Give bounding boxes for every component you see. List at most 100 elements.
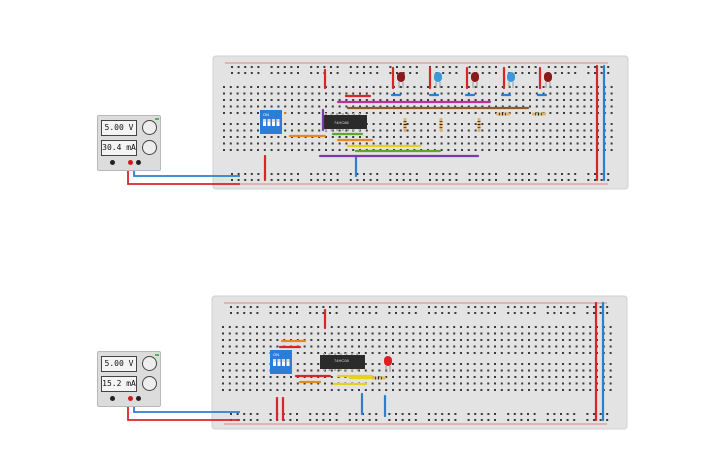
breadboard-hole bbox=[358, 389, 360, 391]
positive-jack-icon[interactable] bbox=[128, 396, 133, 401]
breadboard-hole bbox=[555, 326, 558, 328]
negative-jack-icon[interactable] bbox=[136, 160, 141, 165]
breadboard-hole bbox=[500, 382, 503, 385]
breadboard-hole bbox=[413, 123, 416, 125]
breadboard-hole bbox=[290, 332, 292, 335]
breadboard-hole bbox=[311, 123, 314, 125]
breadboard-hole bbox=[413, 86, 416, 88]
breadboard-hole bbox=[283, 326, 286, 328]
rail-hole bbox=[454, 306, 457, 308]
rail-hole bbox=[533, 413, 536, 415]
breadboard-hole bbox=[243, 123, 246, 125]
voltage-knob-icon[interactable] bbox=[142, 356, 157, 371]
rail-hole bbox=[467, 306, 470, 308]
breadboard-hole bbox=[500, 339, 503, 341]
breadboard-hole bbox=[413, 92, 416, 95]
breadboard-hole bbox=[393, 129, 395, 132]
breadboard-hole bbox=[534, 326, 537, 328]
rail-hole bbox=[467, 312, 470, 314]
ground-jack-icon[interactable] bbox=[110, 160, 115, 165]
breadboard-hole bbox=[242, 352, 245, 354]
breadboard-hole bbox=[412, 332, 415, 335]
breadboard-hole bbox=[433, 105, 436, 108]
breadboard-hole bbox=[563, 142, 565, 145]
breadboard-hole bbox=[548, 332, 551, 335]
breadboard-hole bbox=[590, 105, 593, 108]
rail-hole bbox=[376, 66, 379, 68]
breadboard-hole bbox=[325, 92, 327, 95]
power-supply-1[interactable]: 5.00 V 30.4 mA bbox=[97, 115, 161, 171]
breadboard-hole bbox=[454, 86, 457, 88]
rail-hole bbox=[282, 312, 285, 314]
resistor-band bbox=[477, 127, 481, 128]
breadboard-hole bbox=[590, 136, 593, 138]
breadboard-hole bbox=[291, 105, 293, 108]
breadboard-hole bbox=[427, 136, 429, 138]
rail-hole bbox=[237, 173, 240, 175]
rail-hole bbox=[475, 173, 478, 175]
breadboard-hole bbox=[398, 369, 401, 372]
breadboard-hole bbox=[426, 326, 428, 328]
breadboard-hole bbox=[318, 92, 321, 95]
current-knob-icon[interactable] bbox=[142, 140, 157, 155]
breadboard-hole bbox=[522, 149, 525, 151]
rail-hole bbox=[467, 413, 470, 415]
breadboard-hole bbox=[228, 369, 231, 372]
breadboard-hole bbox=[427, 86, 429, 88]
negative-jack-icon[interactable] bbox=[136, 396, 141, 401]
rail-hole bbox=[388, 312, 391, 314]
rail-hole bbox=[375, 312, 378, 314]
breadboard-hole bbox=[351, 332, 354, 335]
breadboard-hole bbox=[514, 369, 517, 372]
breadboard-hole bbox=[222, 345, 224, 348]
rail-hole bbox=[316, 179, 319, 181]
rail-hole bbox=[448, 72, 451, 74]
rail-hole bbox=[336, 66, 339, 68]
breadboard-hole bbox=[440, 99, 443, 101]
breadboard-hole bbox=[296, 389, 299, 391]
breadboard-hole bbox=[236, 86, 239, 88]
breadboard-hole bbox=[405, 382, 408, 385]
breadboard-hole bbox=[317, 345, 320, 348]
breadboard-hole bbox=[480, 376, 483, 378]
breadboard-hole bbox=[507, 382, 510, 385]
dip-on-label-2: ON bbox=[273, 352, 279, 357]
dip-toggle-knob bbox=[272, 119, 275, 122]
current-knob-icon[interactable] bbox=[142, 376, 157, 391]
breadboard-hole bbox=[269, 339, 272, 341]
power-supply-2[interactable]: 5.00 V 15.2 mA bbox=[97, 351, 161, 407]
breadboard-hole bbox=[467, 105, 470, 108]
breadboard-hole bbox=[243, 136, 246, 138]
rail-hole bbox=[322, 306, 325, 308]
breadboard-hole bbox=[446, 326, 449, 328]
breadboard-hole bbox=[426, 339, 428, 341]
rail-hole bbox=[375, 306, 378, 308]
positive-jack-icon[interactable] bbox=[128, 160, 133, 165]
breadboard-hole bbox=[515, 123, 518, 125]
ic-pin bbox=[350, 369, 353, 371]
breadboard-hole bbox=[303, 369, 306, 372]
breadboard-hole bbox=[548, 389, 551, 391]
breadboard-hole bbox=[257, 105, 259, 108]
breadboard-hole bbox=[522, 92, 525, 95]
breadboard-hole bbox=[488, 92, 491, 95]
breadboard-hole bbox=[303, 352, 306, 354]
rail-hole bbox=[249, 312, 252, 314]
rail-hole bbox=[289, 306, 292, 308]
breadboard-hole bbox=[433, 129, 436, 132]
breadboard-hole bbox=[529, 92, 531, 95]
breadboard-hole bbox=[609, 339, 612, 341]
resistor-band bbox=[375, 376, 376, 380]
breadboard-hole bbox=[480, 332, 483, 335]
breadboard-hole bbox=[514, 382, 517, 385]
breadboard-hole bbox=[569, 149, 572, 151]
ground-jack-icon[interactable] bbox=[110, 396, 115, 401]
breadboard-hole bbox=[406, 99, 409, 101]
breadboard-hole bbox=[528, 363, 530, 365]
voltage-knob-icon[interactable] bbox=[142, 120, 157, 135]
breadboard-hole bbox=[250, 86, 253, 88]
breadboard-hole bbox=[257, 136, 259, 138]
breadboard-hole bbox=[609, 382, 612, 385]
breadboard-hole bbox=[330, 339, 333, 341]
breadboard-hole bbox=[495, 129, 497, 132]
